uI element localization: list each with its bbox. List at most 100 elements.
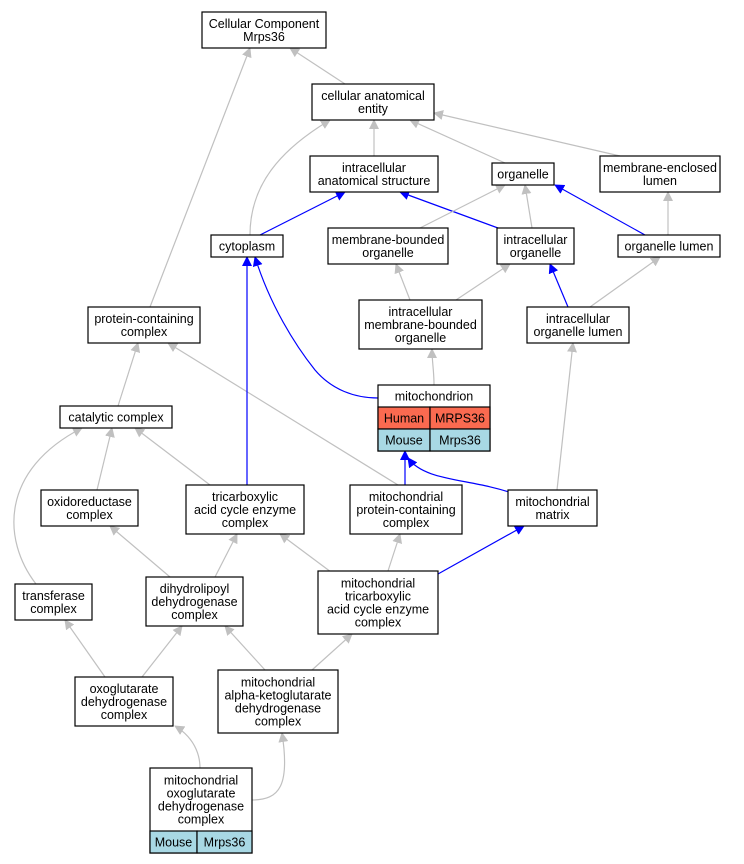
node-box [40,489,139,527]
node-label-line: intracellular [389,305,453,319]
edge-cat-to-pcc [117,342,141,407]
node-label-line: cellular anatomical [321,89,425,103]
node-box [507,489,598,527]
gene-cell-mouse-symbol [196,830,253,854]
node-label-line: acid cycle enzyme [327,603,429,617]
edge-dld-to-oxr [109,525,171,578]
node-label-line: membrane-bounded [332,233,445,247]
edge-cae-to-cc [289,47,346,85]
node-label-line: acid cycle enzyme [194,503,296,517]
node-label-line: tricarboxylic [345,590,411,604]
edge-mtca-to-mpcc [387,533,402,572]
edge-imbo-to-io [455,263,511,301]
node-label-line: membrane-bounded [364,318,477,332]
edge-oxr-to-cat [96,427,115,491]
node-label-line: complex [355,616,402,630]
node-box [496,227,575,265]
node-box [59,405,173,429]
node-label-line: organelle [395,331,446,345]
edge-io-to-org [521,184,533,229]
edge-makg-to-mtca [311,633,353,671]
node-box [491,162,555,186]
node-label-line: complex [30,602,77,616]
node-mitochondrial-oxoglutarate-dehydrogenase-complex[interactable]: mitochondrialoxoglutaratedehydrogenaseco… [149,767,253,854]
node-label-line: dihydrolipoyl [160,582,229,596]
node-label-line: organelle [497,168,548,182]
edges-layer [13,47,673,801]
node-label-line: mitochondrial [515,495,589,509]
edge-mito-to-imbo [427,348,438,386]
edge-mpcc-to-pcc [167,342,399,486]
node-label-line: tricarboxylic [212,490,278,504]
node-label-line: entity [358,102,389,116]
node-label-line: Cellular Component [209,17,320,31]
node-label-line: Mrps36 [243,30,285,44]
edge-mtca-to-tca [279,533,336,576]
edge-ol-to-org [554,184,646,236]
edge-mito-to-cyt [252,256,379,399]
node-label-line: intracellular [504,233,568,247]
gene-symbol-label: MRPS36 [435,412,485,426]
node-box [309,155,439,193]
edge-cyt-to-cae [249,119,331,236]
node-box [74,676,174,727]
node-label-line: complex [121,325,168,339]
edge-mel-to-cae [433,110,621,157]
node-label-line: dehydrogenase [158,800,244,814]
node-box [317,570,439,635]
node-organelle-lumen[interactable]: organelle lumen [617,234,721,258]
node-cytoplasm[interactable]: cytoplasm [210,234,284,258]
edge-tca-to-cat [134,427,211,486]
edge-iol-to-ol [589,256,661,308]
node-organelle[interactable]: organelle [491,162,555,186]
node-label-line: lumen [643,174,677,188]
edge-mm-to-mito [407,457,516,495]
node-box [210,234,284,258]
edge-iol-to-io [548,263,569,308]
edge-org-to-cae [409,119,506,164]
node-box [526,306,630,344]
node-label-line: complex [171,608,218,622]
edge-mm-to-iol [556,342,577,491]
edge-dld-to-tca [214,533,238,578]
node-box [349,484,463,535]
node-label-line: matrix [535,508,570,522]
node-label-line: mitochondrial [341,577,415,591]
edge-mogd-to-ogd [174,725,201,769]
node-box [327,227,449,265]
gene-symbol-label: Mrps36 [204,836,246,850]
node-box [358,299,483,350]
node-mitochondrial-alpha-ketoglutarate-dehydrogenase-complex[interactable]: mitochondrialalpha-ketoglutaratedehydrog… [217,669,339,734]
edge-imbo-to-mbo [394,263,411,301]
gene-symbol-label: Mrps36 [439,434,481,448]
node-label-line: dehydrogenase [151,595,237,609]
node-catalytic-complex[interactable]: catalytic complex [59,405,173,429]
node-label-line: catalytic complex [68,411,164,425]
node-label-line: complex [383,516,430,530]
gene-cell-mouse-symbol [429,428,491,452]
node-label-line: protein-containing [94,312,193,326]
node-label-line: organelle lumen [534,325,623,339]
node-label-line: oxoglutarate [90,682,159,696]
edge-makg-to-dld [224,625,266,671]
node-box [14,583,93,621]
